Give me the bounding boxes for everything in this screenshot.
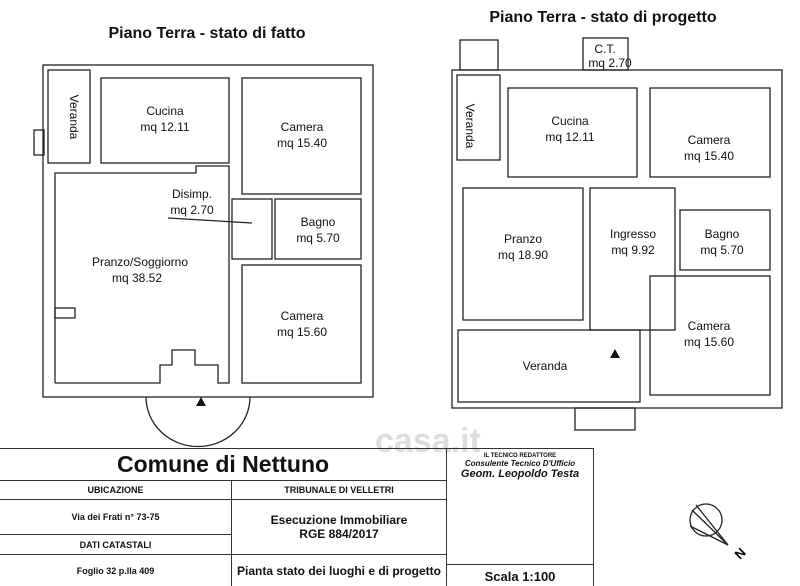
room-ct [582, 37, 629, 71]
court: TRIBUNALE DI VELLETRI [231, 480, 447, 500]
room-label: C.T. [594, 42, 615, 56]
room-label: Veranda [523, 359, 568, 373]
location-label: UBICAZIONE [0, 480, 232, 500]
room-camera-1 [649, 87, 771, 178]
room-label: Camera [688, 133, 731, 147]
north-label: N [732, 545, 749, 562]
plan-project: Piano Terra - stato di progetto C.T. mq … [451, 9, 783, 431]
cadastral-label: DATI CATASTALI [0, 534, 232, 555]
plan-project-title: Piano Terra - stato di progetto [489, 9, 717, 26]
room-camera-1 [241, 77, 362, 195]
room-label: Pranzo [504, 232, 542, 246]
room-area: mq 5.70 [700, 243, 744, 257]
watermark: casa.it [375, 422, 481, 460]
room-area: mq 18.90 [498, 248, 548, 262]
room-disimpegno [231, 198, 273, 260]
entrance-arrow-icon [196, 397, 206, 406]
room-label: Cucina [146, 104, 184, 118]
room-area: mq 2.70 [170, 203, 214, 217]
municipality: Comune di Nettuno [0, 448, 447, 481]
procedure-number: RGE 884/2017 [299, 527, 379, 541]
room-area: mq 38.52 [112, 271, 162, 285]
room-area: mq 2.70 [588, 56, 632, 70]
room-bagno [274, 198, 362, 260]
room-pranzo [462, 187, 584, 321]
outer-wall [42, 64, 374, 398]
room-veranda-2 [457, 329, 641, 403]
technician-name: Geom. Leopoldo Testa [460, 468, 580, 480]
pillar [54, 307, 76, 319]
room-camera-2 [649, 275, 771, 396]
north-compass-icon: N [689, 503, 749, 562]
technician: IL TECNICO REDATTORE Consulente Tecnico … [446, 448, 594, 565]
room-label: Veranda [67, 95, 81, 140]
room-camera-2 [241, 264, 362, 384]
room-label: Disimp. [172, 187, 212, 201]
room-area: mq 5.70 [296, 231, 340, 245]
room-label: Pranzo/Soggiorno [92, 255, 188, 269]
room-ingresso [589, 187, 676, 331]
entrance-arrow-icon [610, 349, 620, 358]
room-area: mq 12.11 [140, 120, 189, 134]
drawing-title: Pianta stato dei luoghi e di progetto [231, 554, 447, 586]
room-cucina [100, 77, 230, 164]
scale: Scala 1:100 [446, 564, 594, 586]
procedure: Esecuzione Immobiliare RGE 884/2017 [231, 499, 447, 555]
room-area: mq 12.11 [545, 130, 594, 144]
veranda-step [33, 129, 45, 156]
steps [574, 407, 636, 431]
room-area: mq 15.40 [684, 149, 734, 163]
room-area: mq 15.40 [277, 136, 327, 150]
room-area: mq 15.60 [684, 335, 734, 349]
technician-label: IL TECNICO REDATTORE [483, 453, 557, 459]
plan-existing: Piano Terra - stato di fatto Veranda Cuc… [33, 25, 374, 448]
room-label: Bagno [705, 227, 740, 241]
entrance-arc [145, 396, 251, 448]
room-veranda-1 [456, 74, 501, 161]
room-label: Ingresso [610, 227, 656, 241]
address: Via dei Frati n° 73-75 [0, 499, 232, 535]
room-label: Cucina [551, 114, 589, 128]
room-label: Camera [688, 319, 731, 333]
technician-role: Consulente Tecnico D'Ufficio [464, 459, 576, 468]
room-label: Veranda [463, 104, 477, 149]
leader-line [167, 217, 253, 224]
room-pranzo-soggiorno [54, 165, 230, 384]
room-label: Camera [281, 120, 324, 134]
room-bagno [679, 209, 771, 271]
room-cucina [507, 87, 638, 178]
room-label: Bagno [301, 215, 336, 229]
room-veranda [47, 69, 91, 164]
room-area: mq 15.60 [277, 325, 327, 339]
procedure-type: Esecuzione Immobiliare [270, 513, 408, 527]
room-area: mq 9.92 [611, 243, 655, 257]
stairs [459, 39, 499, 71]
plan-existing-title: Piano Terra - stato di fatto [108, 25, 305, 42]
room-label: Camera [281, 309, 324, 323]
cadastral-data: Foglio 32 p.lla 409 [0, 554, 232, 586]
